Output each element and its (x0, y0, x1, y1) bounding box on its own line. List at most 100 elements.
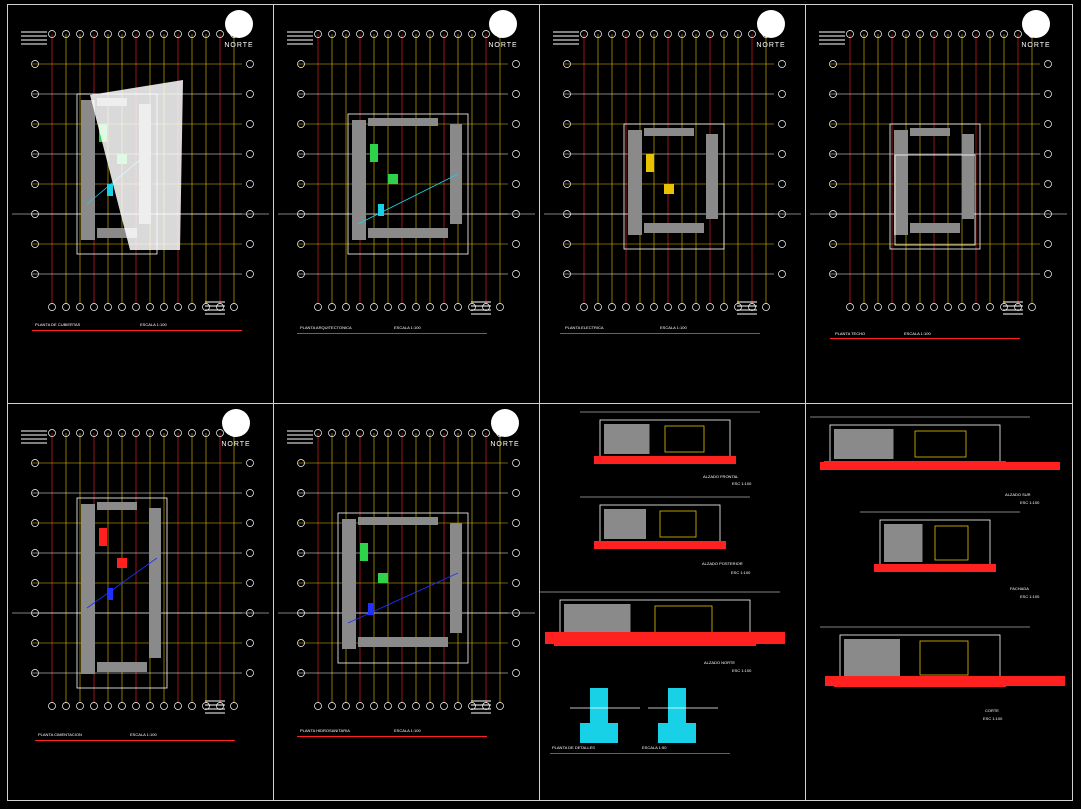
grid-bubble (297, 489, 305, 497)
elevation-scale: ESC 1:100 (1020, 500, 1040, 505)
grid-bubble (468, 702, 476, 710)
grid-bubble (90, 303, 98, 311)
room-fixture (117, 558, 127, 568)
grid-bubble (356, 429, 364, 437)
grid-bubble (104, 702, 112, 710)
grid-bubble (356, 303, 364, 311)
grid-bubble (706, 30, 714, 38)
grid-bubble (594, 303, 602, 311)
grid-bubble (829, 240, 837, 248)
grid-bubble (512, 519, 520, 527)
grid-bubble (778, 150, 786, 158)
elevation-title: FACHADA (1010, 586, 1029, 591)
grid-bubble (384, 702, 392, 710)
grid-bubble (297, 270, 305, 278)
grid-bubble (846, 303, 854, 311)
grid-bubble (426, 429, 434, 437)
grid-bubble (454, 429, 462, 437)
grid-bubble (1044, 90, 1052, 98)
grid-bubble (297, 669, 305, 677)
grid-bubble (342, 303, 350, 311)
grid-bubble (482, 702, 490, 710)
room-fixture (378, 573, 388, 583)
grid-bubble (678, 30, 686, 38)
grid-bubble (104, 429, 112, 437)
grid-bubble (202, 429, 210, 437)
elevation-wall (834, 429, 894, 459)
grid-bubble (829, 150, 837, 158)
elevation-scale: ESC 1:100 (1020, 594, 1040, 599)
grid-bubble (636, 303, 644, 311)
room-fixture (378, 204, 384, 216)
panel-title: PLANTA ELECTRICA (565, 325, 604, 330)
elevation-title: ALZADO FRONTAL (703, 474, 739, 479)
grid-bubble (496, 702, 504, 710)
grid-bubble (958, 30, 966, 38)
grid-bubble (778, 90, 786, 98)
grid-bubble (512, 489, 520, 497)
grid-bubble (512, 459, 520, 467)
panel-scale: ESCALA 1:50 (642, 745, 667, 750)
grid-bubble (188, 429, 196, 437)
grid-bubble (762, 303, 770, 311)
grid-bubble (426, 702, 434, 710)
grid-bubble (174, 429, 182, 437)
grid-bubble (734, 303, 742, 311)
grid-bubble (48, 30, 56, 38)
foundation-detail (658, 723, 696, 743)
grid-bubble (778, 240, 786, 248)
grid-bubble (230, 303, 238, 311)
grid-bubble (146, 702, 154, 710)
building-outline (894, 154, 976, 246)
grid-bubble (512, 240, 520, 248)
elevation-wall (564, 604, 631, 636)
wall (706, 134, 718, 219)
grid-bubble (31, 270, 39, 278)
elevation-window (914, 430, 967, 458)
grid-bubble (328, 30, 336, 38)
grid-bubble (860, 30, 868, 38)
room-fixture (664, 184, 674, 194)
grid-bubble (888, 30, 896, 38)
grid-bubble (860, 303, 868, 311)
elevation-wall (884, 524, 923, 562)
grid-bubble (580, 303, 588, 311)
elevation-window (919, 640, 969, 676)
grid-bubble (160, 30, 168, 38)
grid-bubble (132, 303, 140, 311)
grid-bubble (62, 702, 70, 710)
grid-bubble (76, 30, 84, 38)
grid-bubble (986, 303, 994, 311)
grid-bubble (398, 429, 406, 437)
grid-bubble (384, 429, 392, 437)
wall (358, 637, 448, 647)
title-underline (550, 753, 730, 754)
title-underline (830, 338, 1020, 339)
grid-bubble (297, 549, 305, 557)
grid-bubble (370, 30, 378, 38)
grid-bubble (297, 180, 305, 188)
grid-bubble (31, 639, 39, 647)
ground-line (874, 564, 996, 572)
panel-title: PLANTA CIMENTACION (38, 732, 82, 737)
grid-bubble (160, 303, 168, 311)
elevation-scale: ESC 1:100 (731, 570, 751, 575)
grid-bubble (748, 30, 756, 38)
grid-bubble (563, 150, 571, 158)
grid-bubble (31, 669, 39, 677)
title-underline (32, 330, 242, 331)
grid-bubble (748, 303, 756, 311)
grid-bubble (246, 489, 254, 497)
grid-bubble (846, 30, 854, 38)
grid-bubble (328, 429, 336, 437)
grid-bubble (944, 303, 952, 311)
grid-bubble (512, 90, 520, 98)
room-fixture (388, 174, 398, 184)
grid-bubble (930, 303, 938, 311)
grid-bubble (512, 150, 520, 158)
grid-bubble (246, 459, 254, 467)
grid-bubble (563, 120, 571, 128)
grid-bubble (31, 549, 39, 557)
grid-bubble (1044, 120, 1052, 128)
elevation-title: ALZADO POSTERIOR (702, 561, 743, 566)
